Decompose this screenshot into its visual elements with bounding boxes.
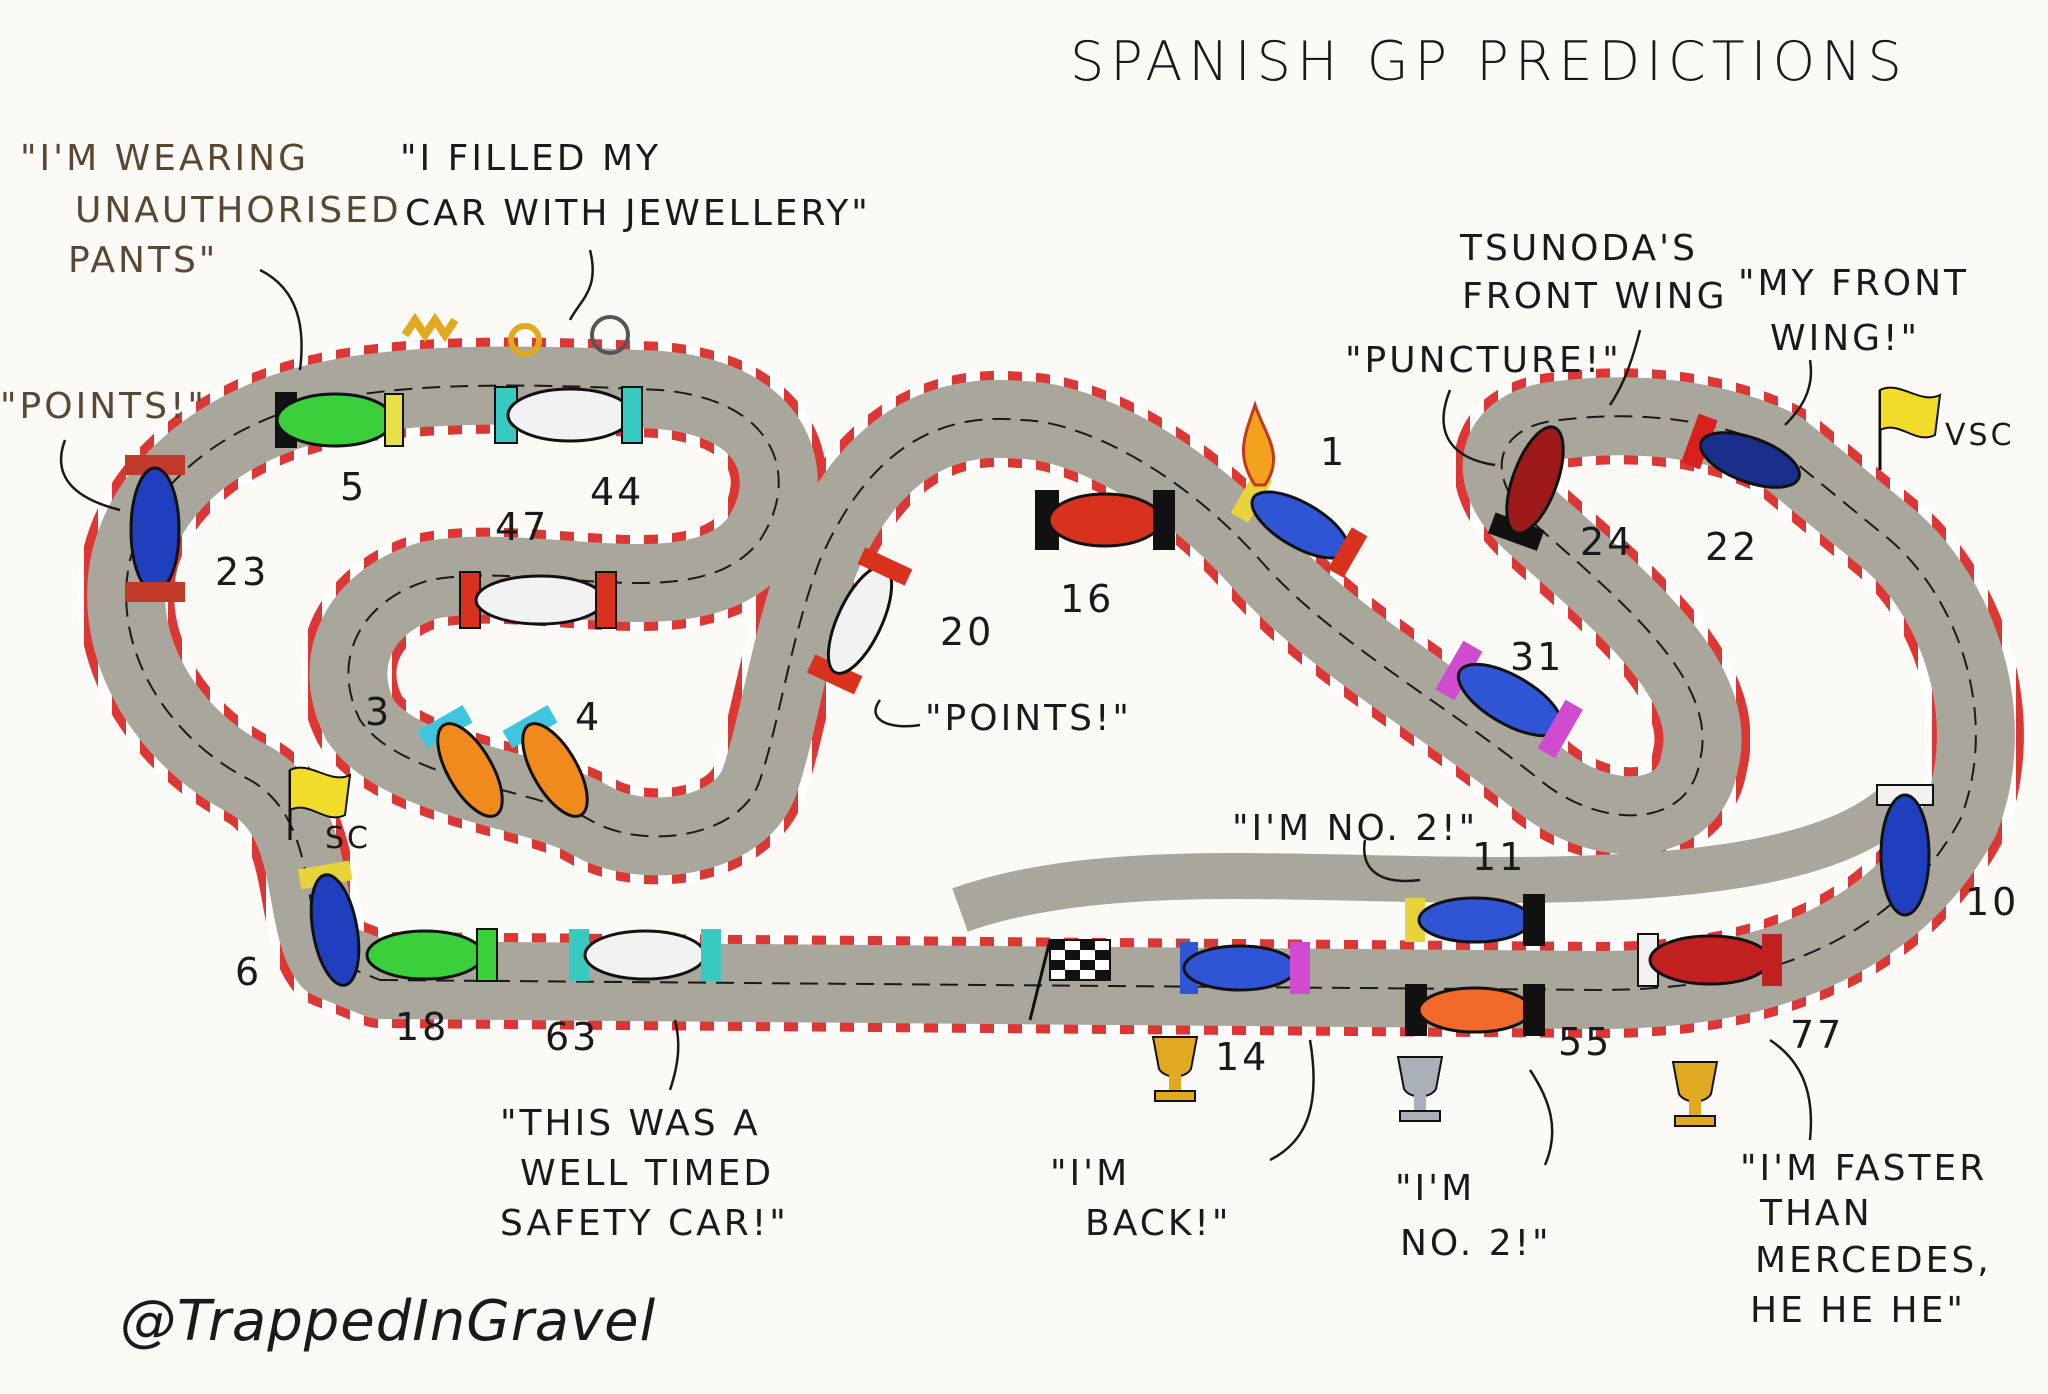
label-vsc: VSC [1945, 418, 2015, 453]
svg-text:NO. 2!": NO. 2!" [1400, 1223, 1552, 1264]
quote-my-front-wing: "MY FRONT WING!" [1738, 263, 1969, 359]
car-number: 6 [235, 950, 262, 994]
car-number: 16 [1060, 577, 1114, 621]
cars [125, 386, 1934, 1036]
svg-text:FRONT WING: FRONT WING [1462, 276, 1727, 317]
svg-text:PANTS": PANTS" [68, 240, 218, 281]
svg-text:MERCEDES,: MERCEDES, [1755, 1240, 1992, 1281]
car-number: 44 [590, 470, 644, 514]
quote-puncture: "PUNCTURE!" [1345, 340, 1622, 381]
svg-text:"I'M FASTER: "I'M FASTER [1740, 1148, 1987, 1189]
car-number: 20 [940, 610, 994, 654]
car-number: 24 [1580, 520, 1634, 564]
label-sc: SC [325, 821, 371, 856]
car-11 [1405, 894, 1545, 946]
car-number: 3 [365, 690, 392, 734]
jewellery-icon [401, 312, 630, 357]
car-6 [297, 860, 361, 987]
car-63 [569, 929, 721, 981]
quote-points-mid: "POINTS!" [925, 698, 1132, 739]
car-number: 11 [1472, 835, 1526, 879]
car-10 [1876, 784, 1934, 917]
car-55 [1405, 984, 1545, 1036]
car-18 [365, 928, 498, 982]
back-straight [952, 783, 1917, 932]
car-number: 18 [395, 1005, 449, 1049]
car-numbers: 5 44 23 47 3 4 20 16 1 24 22 31 10 6 18 … [215, 430, 2019, 1079]
vsc-flag-icon [1878, 386, 1942, 470]
car-14 [1180, 942, 1310, 994]
svg-text:"I'M: "I'M [1050, 1153, 1130, 1194]
artist-signature: @TrappedInGravel [120, 1289, 656, 1354]
car-3 [417, 705, 504, 818]
car-47 [459, 571, 617, 629]
car-23 [125, 455, 185, 602]
car-20 [806, 547, 913, 695]
svg-text:WING!": WING!" [1770, 318, 1920, 359]
trophy-gold-icon [1151, 1036, 1199, 1102]
quote-safety-car: "THIS WAS A WELL TIMED SAFETY CAR!" [500, 1103, 789, 1244]
trophy-silver-icon [1396, 1056, 1444, 1122]
car-number: 77 [1790, 1013, 1844, 1057]
car-5 [275, 392, 404, 448]
page-title: SPANISH GP PREDICTIONS [1070, 30, 1908, 93]
quote-faster-than-mercedes: "I'M FASTER THAN MERCEDES, HE HE HE" [1740, 1148, 1992, 1331]
svg-text:CAR WITH JEWELLERY": CAR WITH JEWELLERY" [405, 193, 871, 234]
car-number: 55 [1558, 1020, 1612, 1064]
svg-text:THAN: THAN [1759, 1193, 1873, 1234]
car-number: 10 [1965, 880, 2019, 924]
callout-lines [59, 249, 1813, 1166]
chequered-flag-icon [1028, 939, 1111, 1021]
car-77 [1637, 933, 1782, 987]
svg-text:"MY FRONT: "MY FRONT [1738, 263, 1969, 304]
svg-text:"THIS WAS A: "THIS WAS A [500, 1103, 761, 1144]
svg-text:TSUNODA'S: TSUNODA'S [1459, 228, 1698, 269]
quote-im-back: "I'M BACK!" [1050, 1153, 1231, 1244]
svg-text:BACK!": BACK!" [1085, 1203, 1231, 1244]
svg-text:WELL TIMED: WELL TIMED [520, 1153, 774, 1194]
track-edge [125, 384, 1977, 992]
car-24 [1487, 425, 1565, 551]
car-number: 63 [545, 1015, 599, 1059]
label-tsunoda-wing: TSUNODA'S FRONT WING [1459, 228, 1727, 317]
quote-im-no2-top: "I'M NO. 2!" [1232, 808, 1478, 849]
car-number: 23 [215, 550, 269, 594]
svg-text:"I'M: "I'M [1395, 1168, 1475, 1209]
car-number: 5 [340, 465, 367, 509]
race-track [78, 337, 2024, 1038]
car-22 [1680, 413, 1801, 489]
car-number: 14 [1215, 1035, 1269, 1079]
car-number: 47 [495, 505, 549, 549]
svg-text:UNAUTHORISED: UNAUTHORISED [75, 190, 402, 231]
svg-text:HE HE HE": HE HE HE" [1750, 1290, 1966, 1331]
car-number: 4 [575, 695, 602, 739]
car-number: 1 [1320, 430, 1347, 474]
quote-unauthorised-pants: "I'M WEARING UNAUTHORISED PANTS" [20, 138, 402, 281]
quote-im-no2-bottom: "I'M NO. 2!" [1395, 1168, 1552, 1264]
quote-jewellery: "I FILLED MY CAR WITH JEWELLERY" [400, 138, 871, 234]
car-31 [1435, 640, 1583, 759]
trophy-gold-icon-2 [1671, 1061, 1719, 1127]
flame-icon [1241, 400, 1276, 487]
car-number: 22 [1705, 525, 1759, 569]
car-number: 31 [1510, 635, 1564, 679]
car-4 [502, 705, 589, 818]
svg-text:"I FILLED MY: "I FILLED MY [400, 138, 661, 179]
svg-text:"I'M WEARING: "I'M WEARING [20, 138, 309, 179]
car-16 [1035, 490, 1175, 550]
svg-text:SAFETY CAR!": SAFETY CAR!" [500, 1203, 789, 1244]
quote-points-left: "POINTS!" [0, 386, 207, 427]
car-44 [494, 386, 643, 444]
sc-flag-icon [288, 766, 352, 840]
